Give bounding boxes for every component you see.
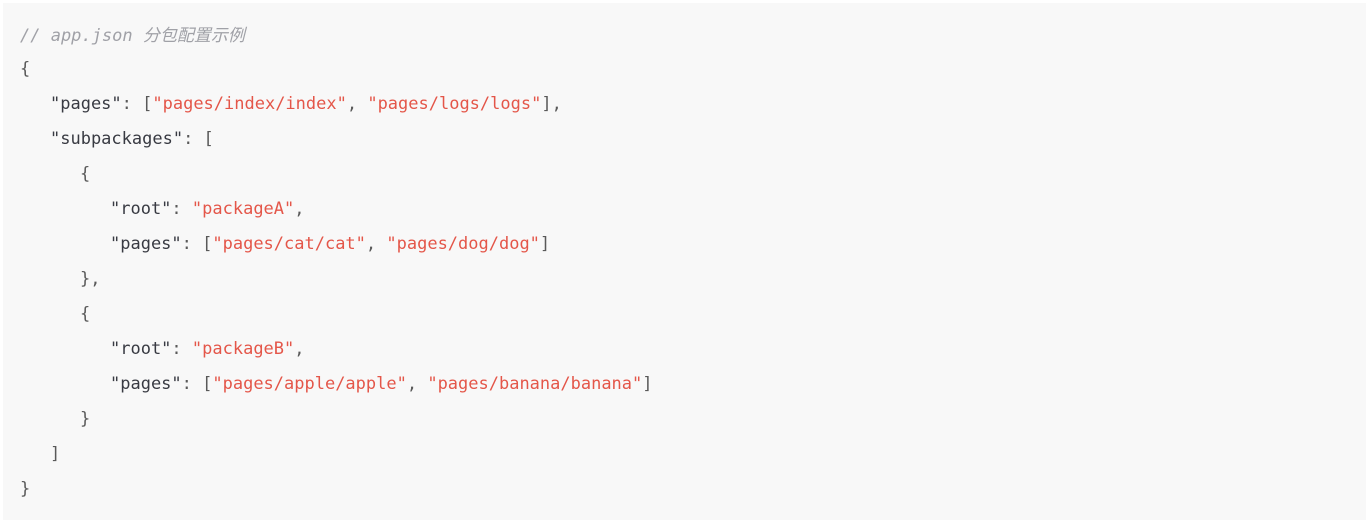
code-line-package-b-pages: "pages": ["pages/apple/apple", "pages/ba… — [20, 367, 1366, 402]
code-line-package-close: }, — [20, 262, 1366, 297]
punctuation: , — [346, 94, 368, 114]
root-value: "packageA" — [191, 199, 295, 219]
punctuation: ] — [50, 444, 61, 464]
pages-value: "pages/apple/apple" — [212, 374, 407, 394]
code-line-package-a-root: "root": "packageA", — [20, 192, 1366, 227]
punctuation: : [ — [183, 129, 214, 149]
code-line-pages: "pages": ["pages/index/index", "pages/lo… — [20, 87, 1366, 122]
punctuation: } — [80, 409, 91, 429]
pages-value: "pages/index/index" — [152, 94, 347, 114]
code-line-package-b-root: "root": "packageB", — [20, 332, 1366, 367]
close-brace: } — [20, 479, 31, 499]
punctuation: : [ — [181, 374, 213, 394]
code-line-subpackages: "subpackages": [ — [20, 122, 1366, 157]
code-line-open-brace: { — [20, 52, 1366, 87]
root-key: "root" — [110, 339, 172, 359]
open-brace: { — [20, 59, 31, 79]
punctuation: ] — [539, 234, 551, 254]
subpackages-key: "subpackages" — [50, 129, 184, 149]
pages-key: "pages" — [110, 374, 182, 394]
code-comment: // app.json 分包配置示例 — [20, 26, 245, 46]
pages-value: "pages/cat/cat" — [212, 234, 366, 254]
punctuation: : — [171, 199, 192, 219]
code-block: // app.json 分包配置示例 { "pages": ["pages/in… — [3, 3, 1366, 520]
punctuation: ] — [642, 374, 653, 394]
punctuation: { — [80, 164, 91, 184]
punctuation: { — [80, 304, 91, 324]
punctuation: , — [406, 374, 428, 394]
code-line-package-close: } — [20, 402, 1366, 437]
punctuation: : [ — [181, 234, 213, 254]
pages-key: "pages" — [110, 234, 182, 254]
punctuation: }, — [80, 269, 101, 289]
code-line-close-brace: } — [20, 472, 1366, 507]
code-line-subpackages-close: ] — [20, 437, 1366, 472]
code-line-package-open: { — [20, 297, 1366, 332]
punctuation: ], — [541, 94, 562, 114]
punctuation: : — [171, 339, 192, 359]
root-key: "root" — [110, 199, 172, 219]
root-value: "packageB" — [191, 339, 295, 359]
pages-key: "pages" — [50, 94, 122, 114]
pages-value: "pages/banana/banana" — [427, 374, 643, 394]
punctuation: , — [294, 199, 305, 219]
pages-value: "pages/logs/logs" — [367, 94, 542, 114]
code-line-comment: // app.json 分包配置示例 — [20, 20, 1366, 52]
punctuation: , — [365, 234, 387, 254]
code-line-package-open: { — [20, 157, 1366, 192]
punctuation: : [ — [121, 94, 153, 114]
code-line-package-a-pages: "pages": ["pages/cat/cat", "pages/dog/do… — [20, 227, 1366, 262]
pages-value: "pages/dog/dog" — [386, 234, 540, 254]
punctuation: , — [294, 339, 305, 359]
